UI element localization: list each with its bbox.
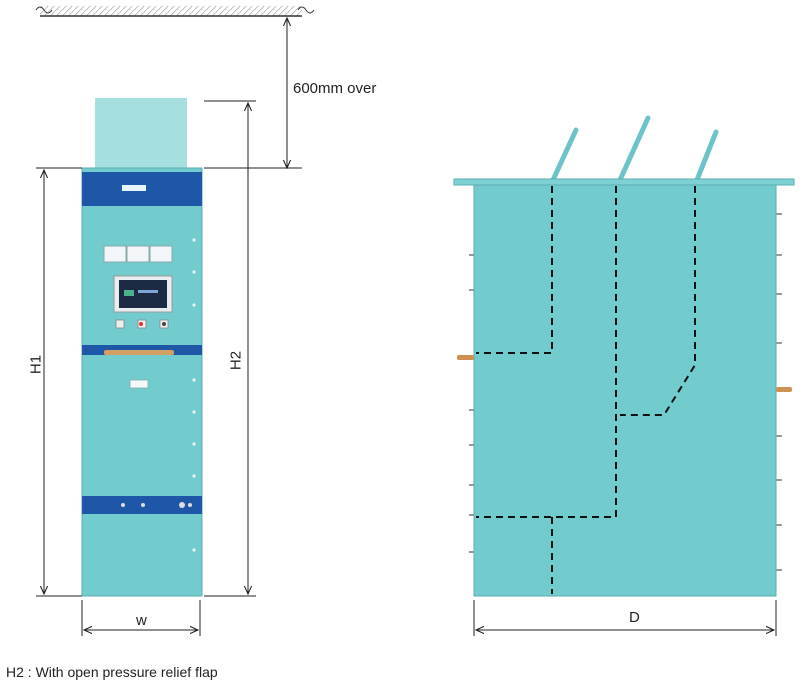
compartment-lines bbox=[476, 186, 696, 594]
indicator-windows bbox=[103, 245, 173, 263]
h1-dimension bbox=[36, 167, 82, 597]
ceiling bbox=[35, 6, 315, 17]
front-view bbox=[81, 98, 203, 597]
depth-dimension bbox=[473, 600, 777, 636]
h1-label: H1 bbox=[27, 354, 45, 375]
pressure-relief-flaps bbox=[550, 115, 719, 183]
clearance-label: 600mm over bbox=[293, 80, 377, 97]
control-buttons bbox=[115, 319, 169, 329]
side-view bbox=[453, 115, 795, 597]
footnote: H2 : With open pressure relief flap bbox=[6, 664, 218, 680]
h2-dimension bbox=[204, 100, 256, 597]
width-dimension bbox=[81, 600, 201, 636]
clearance-dimension bbox=[204, 18, 302, 168]
width-label: w bbox=[136, 612, 147, 629]
side-top-edge bbox=[453, 178, 795, 186]
door-handle bbox=[104, 350, 174, 355]
pressure-relief-flap bbox=[95, 98, 187, 168]
side-body bbox=[473, 184, 777, 597]
depth-label: D bbox=[629, 609, 640, 626]
h2-label: H2 bbox=[227, 350, 245, 371]
